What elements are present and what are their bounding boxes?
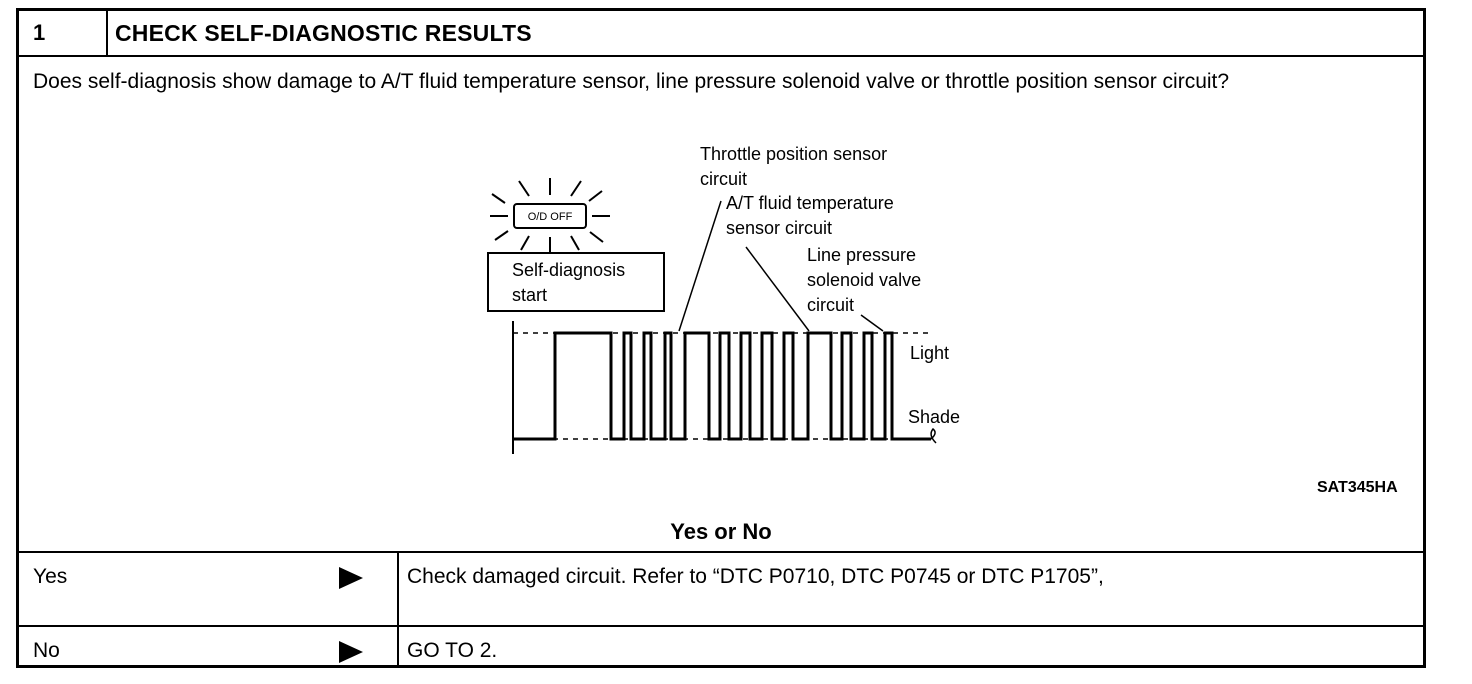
step-header: 1 CHECK SELF-DIAGNOSTIC RESULTS [19,11,1423,57]
callout-fluid-temp-line-2: sensor circuit [726,218,832,238]
answer-label: No [33,639,60,662]
callout-fluid-temp-line-1: A/T fluid temperature [726,193,894,213]
indicator-label: O/D OFF [528,211,573,223]
callout-throttle-line-1: Throttle position sensor [700,144,887,164]
diagnostic-question: Does self-diagnosis show damage to A/T f… [33,70,1230,93]
step-title: CHECK SELF-DIAGNOSTIC RESULTS [115,20,532,46]
step-number: 1 [19,11,108,55]
diagnostic-pulse-waveform [513,331,931,441]
arrow-right-icon [339,641,363,663]
start-box [487,252,665,312]
start-box-line-1: Self-diagnosis [512,260,625,280]
level-light-label: Light [910,343,949,363]
answer-label: Yes [33,565,68,588]
answer-action: Check damaged circuit. Refer to “DTC P07… [407,565,1104,588]
callout-line-pressure-line-1: Line pressure [807,245,916,265]
answer-action: GO TO 2. [407,639,498,662]
figure-code: SAT345HA [1317,479,1398,496]
diagnostic-step-table: 1 CHECK SELF-DIAGNOSTIC RESULTS Does sel… [16,8,1426,668]
answer-row-no: No GO TO 2. [19,625,1423,668]
callout-line-pressure-line-3: circuit [807,295,854,315]
answer-row-yes: Yes Check damaged circuit. Refer to “DTC… [19,551,1423,627]
od-off-indicator-icon [490,178,610,253]
arrow-right-icon [339,567,363,589]
level-shade-label: Shade [908,407,960,427]
decision-label: Yes or No [670,519,772,544]
start-box-line-2: start [512,285,547,305]
callout-throttle-line-2: circuit [700,169,747,189]
self-diagnosis-waveform-figure: O/D OFF Self-diagnosis start Throttle po… [487,144,960,454]
callout-line-pressure-line-2: solenoid valve [807,270,921,290]
